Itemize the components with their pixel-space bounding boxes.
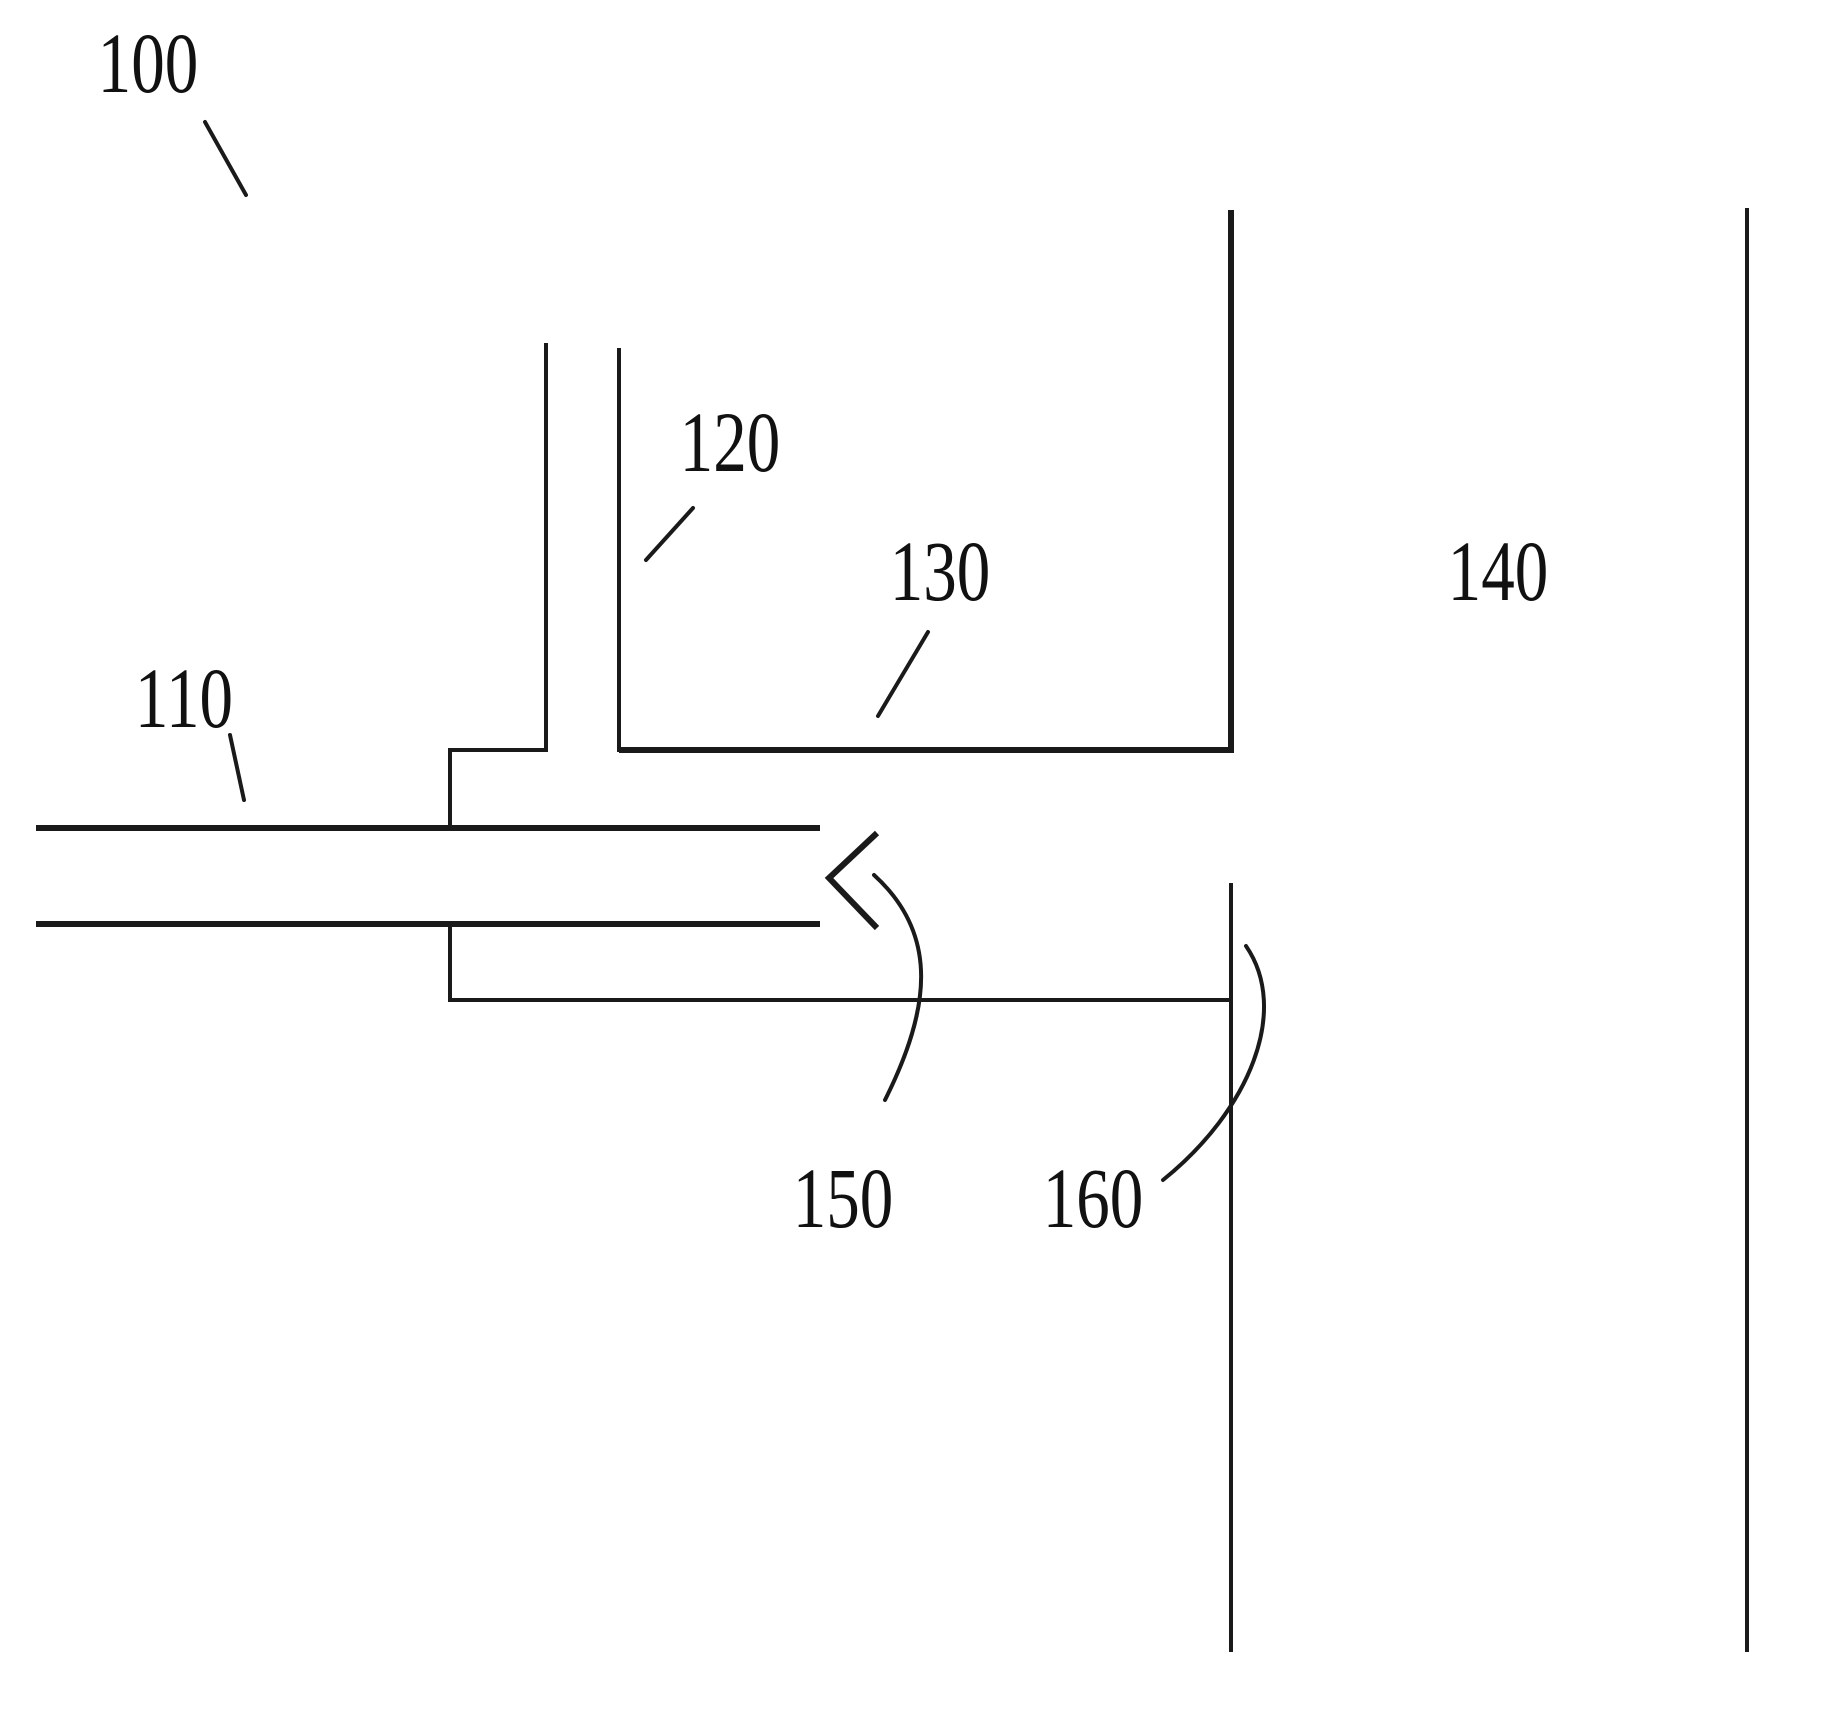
label-100: 100 [98,15,199,111]
leader-150 [874,875,921,1100]
housing-lower-wall [450,924,1231,1000]
leader-160 [1163,946,1264,1180]
label-140: 140 [1448,523,1549,619]
housing-upper-step [450,750,546,828]
leader-130 [878,632,928,716]
label-130: 130 [890,523,991,619]
tube-tip-chevron [829,833,877,928]
leader-100 [205,122,246,195]
leader-110 [230,735,244,800]
label-150: 150 [793,1150,894,1246]
label-110: 110 [135,650,233,746]
label-160: 160 [1043,1150,1144,1246]
label-120: 120 [680,394,781,490]
leader-120 [646,508,693,560]
